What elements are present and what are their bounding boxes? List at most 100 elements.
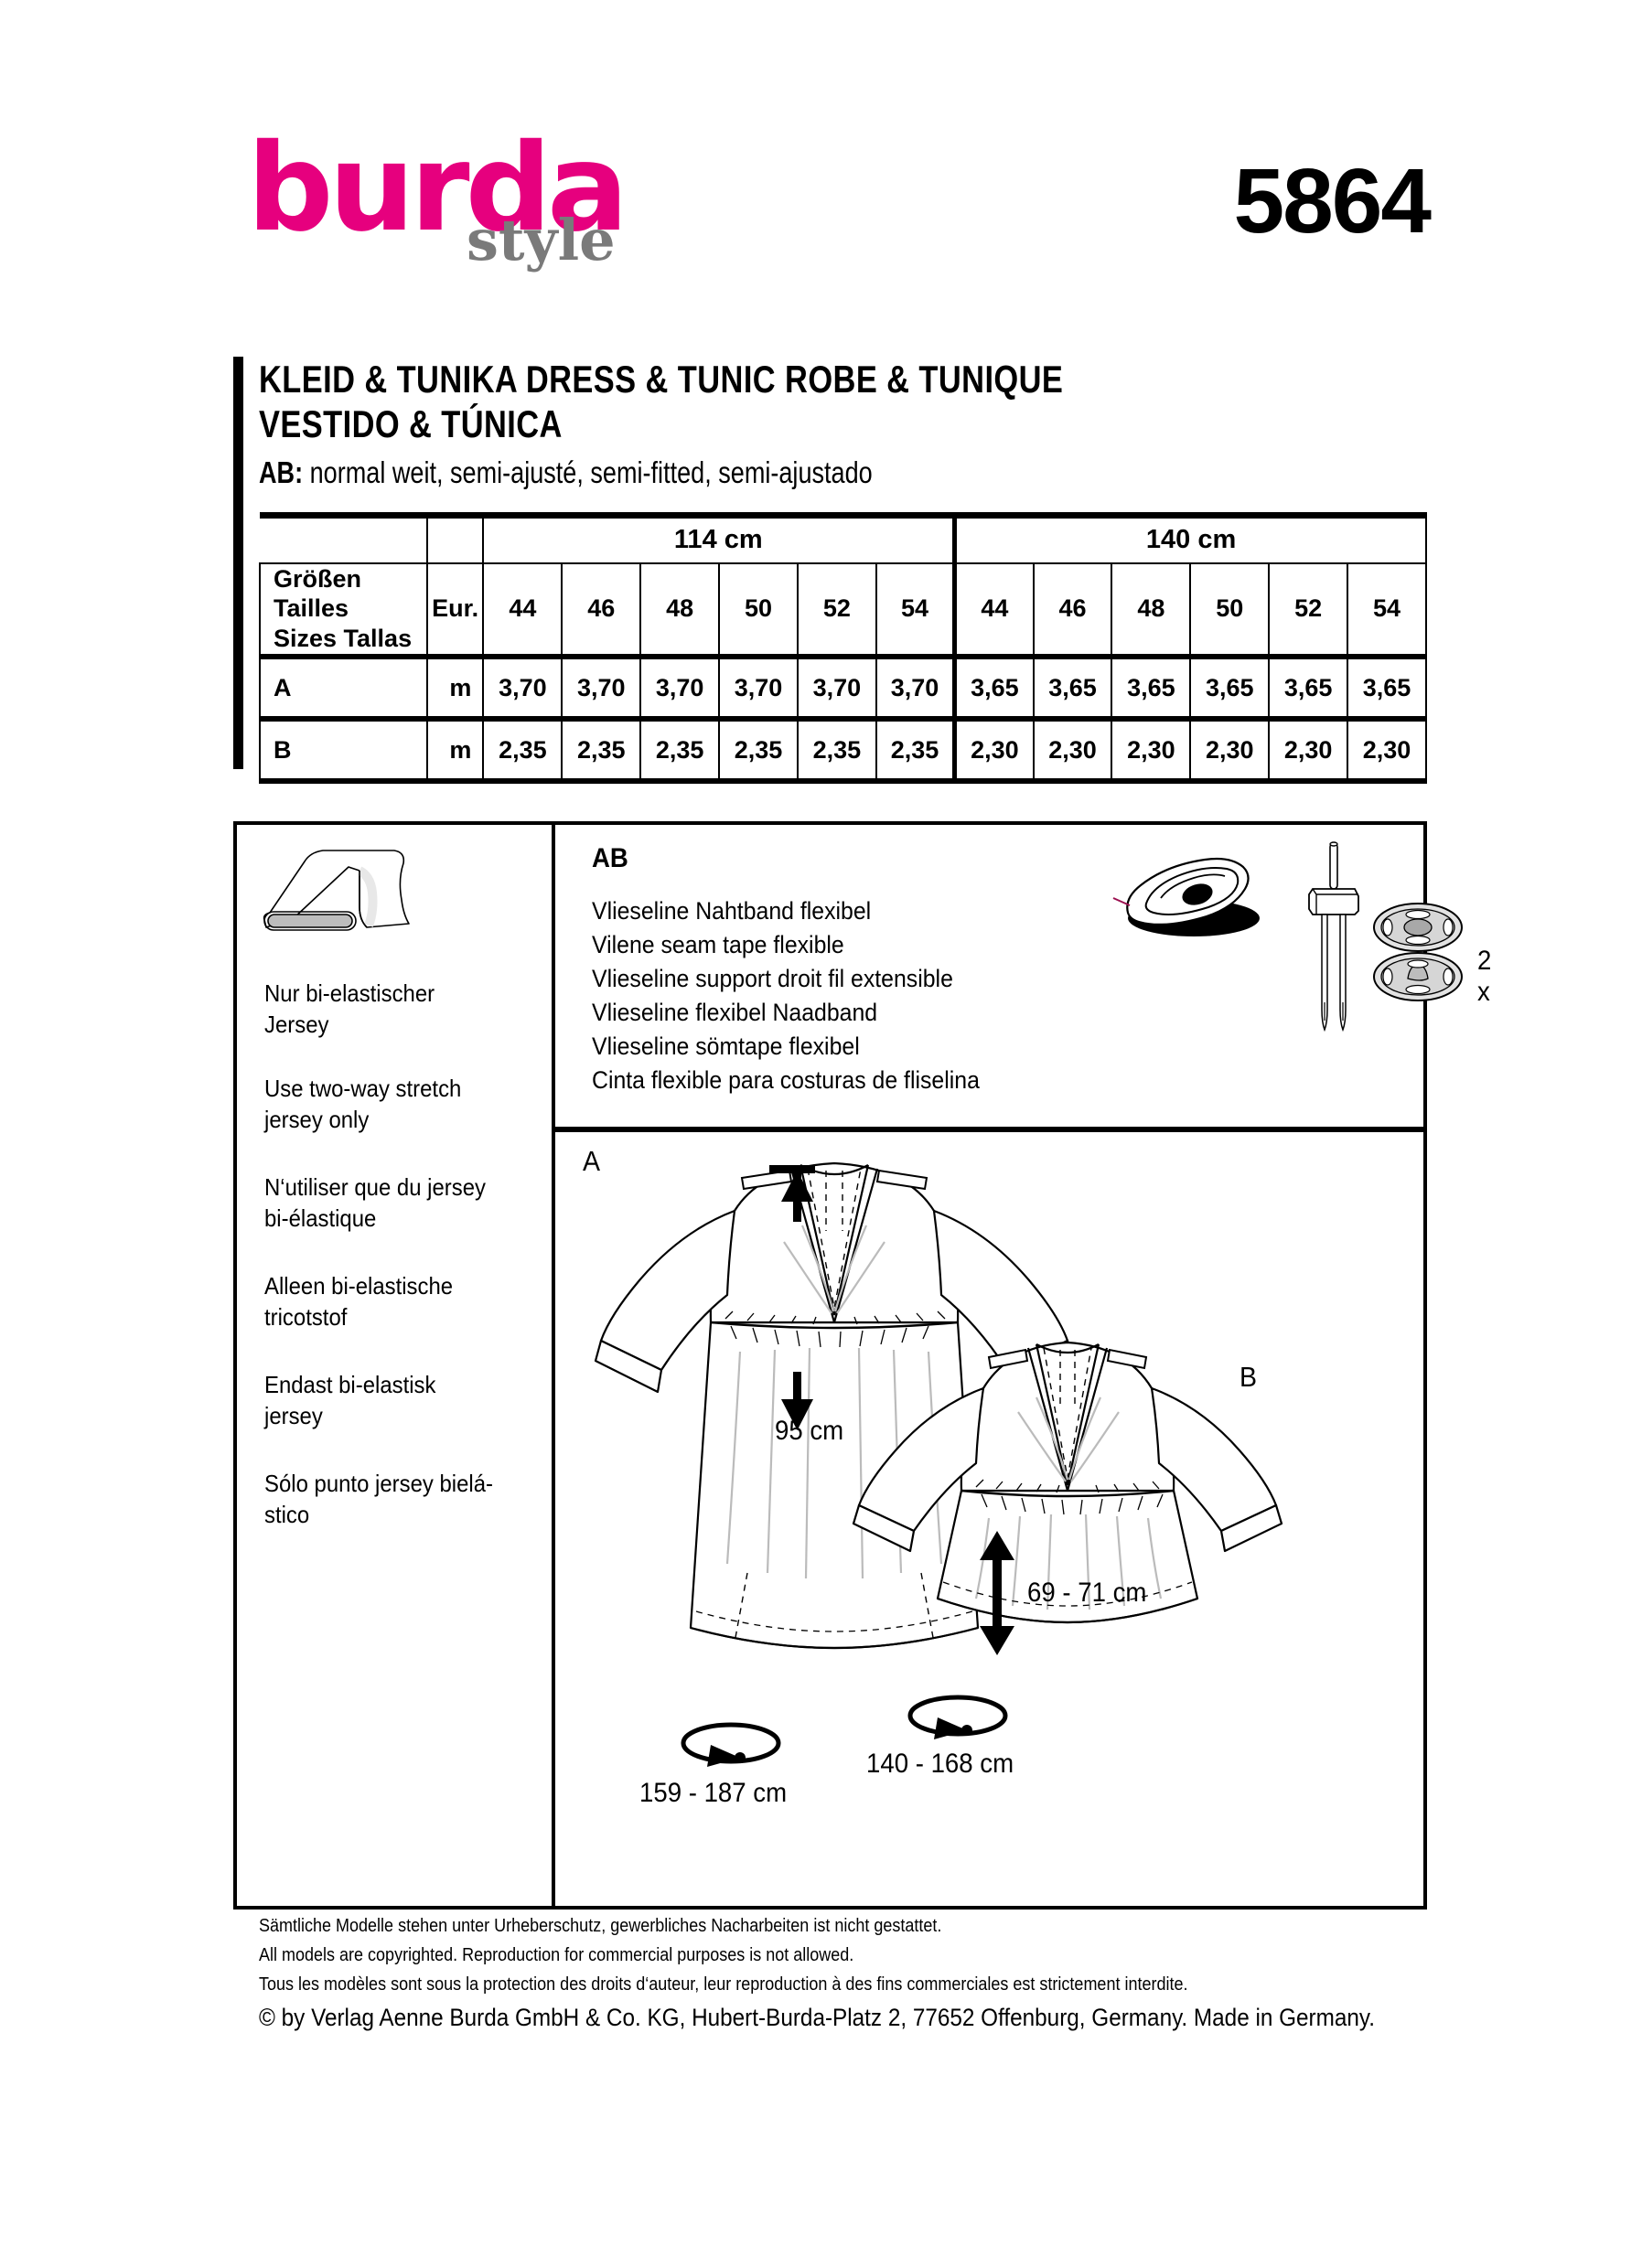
table-accent-bar <box>233 512 243 769</box>
row-view-a: A <box>259 654 428 721</box>
a-140-52: 3,65 <box>1268 654 1349 721</box>
a-114-52: 3,70 <box>796 654 877 721</box>
panel-horizontal-divider <box>552 1127 1427 1132</box>
notions-list: Vlieseline Nahtband flexibel Vilene seam… <box>592 894 980 1097</box>
a-114-46: 3,70 <box>561 654 642 721</box>
a-140-54: 3,65 <box>1347 654 1427 721</box>
hem-circumference-a-icon <box>681 1722 781 1767</box>
pattern-number: 5864 <box>1233 150 1432 252</box>
length-arrow-a-icon <box>769 1165 815 1430</box>
logo-burda-text: burda <box>247 118 628 259</box>
notion-line-nl: Vlieseline flexibel Naadband <box>592 998 878 1026</box>
table-row: B m 2,35 2,35 2,35 2,35 2,35 2,35 2,30 2… <box>259 716 1427 785</box>
fabric-label-de: Nur bi-elastischer Jersey <box>264 979 435 1038</box>
title-accent-bar <box>233 357 243 617</box>
fabric-width-114: 114 cm <box>482 512 956 564</box>
a-114-48: 3,70 <box>639 654 721 721</box>
header-spacer-unit <box>426 512 485 564</box>
fabric-label-es: Sólo punto jersey bielá- stico <box>264 1470 493 1528</box>
footer-copyright: © by Verlag Aenne Burda GmbH & Co. KG, H… <box>259 2004 1376 2031</box>
notion-line-sv: Vlieseline sömtape flexibel <box>592 1032 860 1060</box>
fit-description: AB: normal weit, semi-ajusté, semi-fitte… <box>259 455 1228 490</box>
a-114-44: 3,70 <box>482 654 563 721</box>
table-width-header-row: 114 cm 140 cm <box>260 512 1428 564</box>
sizes-label-line1: Größen Tailles <box>274 564 362 623</box>
row-a-unit: m <box>425 654 485 721</box>
sizes-label-line2: Sizes Tallas <box>274 625 413 653</box>
panel-vertical-divider <box>552 825 555 1910</box>
size-114-46: 46 <box>561 562 642 658</box>
b-114-52: 2,35 <box>796 716 877 785</box>
a-114-50: 3,70 <box>718 654 799 721</box>
footer-line-de: Sämtliche Modelle stehen unter Urhebersc… <box>259 1916 942 1936</box>
a-114-54: 3,70 <box>875 654 956 721</box>
fit-text: normal weit, semi-ajusté, semi-fitted, s… <box>309 455 873 490</box>
b-114-44: 2,35 <box>482 716 563 785</box>
fabric-label-sv: Endast bi-elastisk jersey <box>264 1371 436 1429</box>
unit-header-cell: Eur. <box>425 562 485 658</box>
size-140-46: 46 <box>1032 562 1113 658</box>
measurement-b-length: 69 - 71 cm <box>1027 1578 1147 1608</box>
title-block: KLEID & TUNIKA DRESS & TUNIC ROBE & TUNI… <box>233 357 1441 617</box>
notion-line-fr: Vlieseline support droit fil extensible <box>592 964 953 992</box>
fabric-label-fr: N‘utiliser que du jersey bi-élastique <box>264 1173 486 1232</box>
notion-line-en: Vilene seam tape flexible <box>592 930 844 958</box>
a-140-46: 3,65 <box>1032 654 1113 721</box>
notion-line-de: Vlieseline Nahtband flexibel <box>592 897 872 925</box>
b-140-46: 2,30 <box>1032 716 1113 785</box>
size-140-54: 54 <box>1347 562 1427 658</box>
b-140-48: 2,30 <box>1111 716 1192 785</box>
b-140-54: 2,30 <box>1347 716 1427 785</box>
b-114-50: 2,35 <box>718 716 799 785</box>
size-114-54: 54 <box>875 562 956 658</box>
notion-line-es: Cinta flexible para costuras de fliselin… <box>592 1065 980 1094</box>
row-b-unit: m <box>425 716 485 785</box>
view-b-tag: B <box>1240 1361 1258 1393</box>
tunic-b-technical-drawing <box>852 1341 1283 1624</box>
length-arrow-b-icon <box>980 1531 1014 1655</box>
fabric-label-en: Use two-way stretch jersey only <box>264 1075 462 1133</box>
header-spacer-sizes <box>260 512 428 564</box>
title-line-2: VESTIDO & TÚNICA <box>259 402 563 446</box>
table-sizes-row: Größen Tailles Sizes Tallas Eur. 44 46 4… <box>259 562 1427 658</box>
measurement-b-hem: 140 - 168 cm <box>866 1749 1014 1779</box>
twin-needle-icon <box>1308 841 1359 1032</box>
size-114-44: 44 <box>482 562 563 658</box>
size-140-44: 44 <box>952 562 1035 658</box>
a-140-44: 3,65 <box>952 654 1035 721</box>
fabric-requirements-table: 114 cm 140 cm Größen Tailles Sizes Talla… <box>259 512 1428 785</box>
b-114-46: 2,35 <box>561 716 642 785</box>
hem-circumference-b-icon <box>907 1695 1008 1739</box>
fabric-label-nl: Alleen bi-elastische tricotstof <box>264 1272 454 1331</box>
footer-line-fr: Tous les modèles sont sous la protection… <box>259 1974 1188 1995</box>
measurement-a-length: 95 cm <box>775 1416 844 1446</box>
fit-views-label: AB: <box>259 455 304 490</box>
row-view-b: B <box>259 716 428 785</box>
notions-section: AB Vlieseline Nahtband flexibel Vilene s… <box>563 825 1491 1127</box>
illustration-panel: Nur bi-elastischer Jersey Use two-way st… <box>233 821 1491 1910</box>
b-140-52: 2,30 <box>1268 716 1349 785</box>
a-140-50: 3,65 <box>1189 654 1271 721</box>
size-140-48: 48 <box>1111 562 1192 658</box>
b-114-54: 2,35 <box>875 716 956 785</box>
title-line-1: KLEID & TUNIKA DRESS & TUNIC ROBE & TUNI… <box>259 358 1064 401</box>
size-140-52: 52 <box>1268 562 1349 658</box>
size-114-52: 52 <box>796 562 877 658</box>
b-114-48: 2,35 <box>639 716 721 785</box>
fabric-width-140: 140 cm <box>952 512 1428 564</box>
notions-view-tag: AB <box>592 843 628 873</box>
fabric-column: Nur bi-elastischer Jersey Use two-way st… <box>237 825 552 1910</box>
a-140-48: 3,65 <box>1111 654 1192 721</box>
size-140-50: 50 <box>1189 562 1271 658</box>
b-140-50: 2,30 <box>1189 716 1271 785</box>
copyright-footer: Sämtliche Modelle stehen unter Urhebersc… <box>259 1916 1448 2032</box>
snap-quantity-label: 2 x <box>1477 946 1492 1007</box>
iron-icon <box>1112 857 1260 936</box>
b-140-44: 2,30 <box>952 716 1035 785</box>
view-a-tag: A <box>583 1145 601 1177</box>
measurement-a-hem: 159 - 187 cm <box>639 1778 788 1808</box>
logo-style-text: style <box>467 207 616 273</box>
snap-fastener-icon <box>1373 903 1463 1001</box>
table-row: A m 3,70 3,70 3,70 3,70 3,70 3,70 3,65 3… <box>259 654 1427 721</box>
